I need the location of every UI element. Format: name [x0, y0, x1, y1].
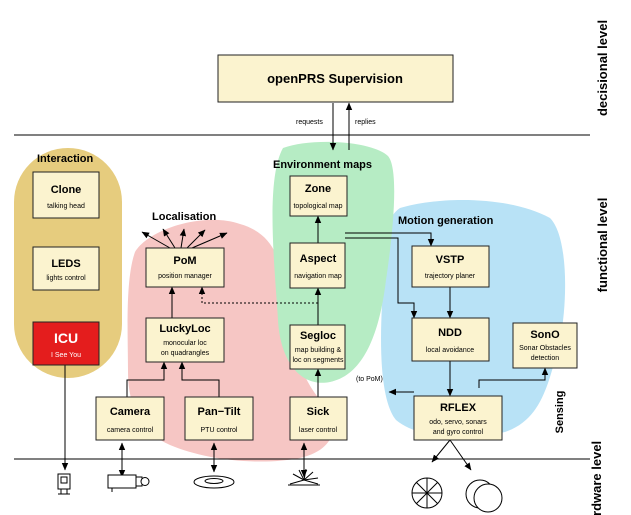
motion-title: Motion generation — [398, 215, 494, 227]
luckyloc-sub2: on quadrangles — [161, 350, 210, 357]
clone-sub: talking head — [47, 203, 85, 210]
aspect-sub: navigation map — [294, 273, 342, 280]
interaction-title: Interaction — [37, 153, 94, 165]
segloc-title: Segloc — [300, 330, 336, 342]
luckyloc-module[interactable]: LuckyLoc monocular loc on quadrangles — [145, 317, 225, 363]
hardware-level-label-line1: hardware level — [589, 441, 604, 515]
ndd-sub: local avoidance — [426, 347, 474, 354]
laser-scanner-icon — [288, 468, 320, 486]
vstp-sub: trajectory planer — [425, 273, 476, 280]
pantilt-module[interactable]: Pan−Tilt PTU control — [184, 396, 254, 441]
rflex-sub1: odo, servo, sonars — [429, 419, 487, 426]
luckyloc-sub1: monocular loc — [163, 340, 207, 347]
pantilt-title: Pan−Tilt — [198, 406, 241, 418]
connections — [61, 215, 549, 478]
camera-module[interactable]: Camera camera control — [95, 396, 165, 441]
camera-title: Camera — [110, 406, 151, 418]
sick-sub: laser control — [299, 427, 338, 434]
zone-title: Zone — [305, 183, 331, 195]
to-pom-label: (to PoM) — [356, 376, 383, 383]
pantilt-sub: PTU control — [201, 427, 238, 434]
zone-module[interactable]: Zone topological map — [289, 175, 348, 217]
rflex-module[interactable]: RFLEX odo, servo, sonars and gyro contro… — [413, 395, 503, 441]
leds-module[interactable]: LEDS lights control — [32, 246, 100, 291]
localisation-title: Localisation — [152, 211, 216, 223]
functional-level-label: functional level — [595, 198, 610, 293]
icu-sub: I See You — [51, 352, 81, 359]
sick-module[interactable]: Sick laser control — [289, 396, 348, 441]
decisional-level-label: decisional level — [595, 20, 610, 116]
segloc-module[interactable]: Segloc map building & loc on segments — [289, 324, 346, 370]
segloc-sub1: map building & — [295, 347, 342, 354]
supervision-module[interactable]: openPRS Supervision — [217, 54, 454, 103]
luckyloc-title: LuckyLoc — [159, 323, 210, 335]
icu-title: ICU — [54, 330, 78, 346]
clone-title: Clone — [51, 184, 82, 196]
segloc-sub2: loc on segments — [293, 357, 344, 364]
sono-title: SonO — [530, 329, 560, 341]
camera-sub: camera control — [107, 427, 154, 434]
rflex-sub2: and gyro control — [433, 429, 484, 436]
sonar-icon — [465, 479, 503, 513]
pom-module[interactable]: PoM position manager — [145, 247, 225, 288]
wheel-icon — [411, 477, 443, 509]
ndd-title: NDD — [438, 327, 462, 339]
zone-sub: topological map — [293, 203, 342, 210]
vstp-title: VSTP — [436, 254, 465, 266]
environment-title: Environment maps — [273, 159, 372, 171]
ndd-module[interactable]: NDD local avoidance — [411, 317, 490, 362]
requests-label: requests — [296, 119, 323, 126]
sensing-label: Sensing — [554, 391, 566, 434]
sono-module[interactable]: SonO Sonar Obstacles detection — [512, 322, 578, 369]
aspect-title: Aspect — [300, 253, 337, 265]
webcam-icon — [57, 473, 71, 495]
replies-label: replies — [355, 119, 376, 126]
leds-title: LEDS — [51, 258, 80, 270]
sono-sub1: Sonar Obstacles — [519, 345, 571, 352]
sick-title: Sick — [307, 406, 331, 418]
camera-icon — [107, 474, 150, 492]
pom-title: PoM — [173, 255, 196, 267]
rflex-title: RFLEX — [440, 402, 477, 414]
vstp-module[interactable]: VSTP trajectory planer — [411, 245, 490, 288]
pom-sub: position manager — [158, 273, 212, 280]
icu-module[interactable]: ICU I See You — [32, 321, 100, 366]
aspect-module[interactable]: Aspect navigation map — [289, 242, 346, 289]
sono-sub2: detection — [531, 355, 560, 362]
clone-module[interactable]: Clone talking head — [32, 171, 100, 219]
leds-sub: lights control — [46, 275, 86, 282]
supervision-title: openPRS Supervision — [267, 71, 403, 86]
pan-tilt-unit-icon — [193, 475, 235, 489]
